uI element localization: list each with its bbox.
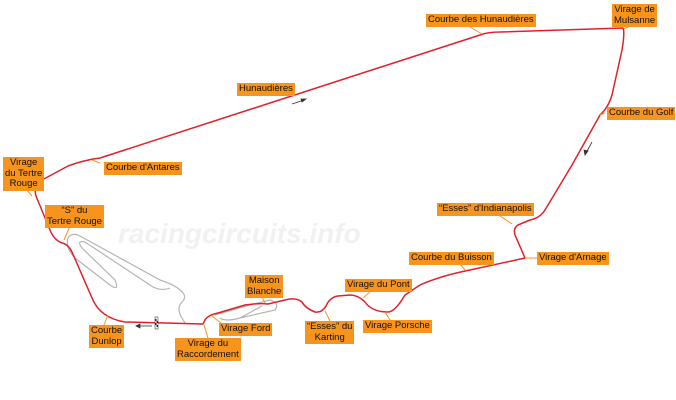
label-virage-du-raccordement: Virage du Raccordement <box>175 338 241 361</box>
label-maison-blanche: Maison Blanche <box>245 275 284 298</box>
label-virage-du-pont: Virage du Pont <box>345 279 412 292</box>
label-esses-d-indianapolis: “Esses” d'Indianapolis <box>437 203 534 216</box>
label-s-du-tertre-rouge: “S” du Tertre Rouge <box>45 205 104 228</box>
leader-lines <box>24 25 631 339</box>
label-courbe-dunlop: Courbe Dunlop <box>89 325 125 348</box>
label-virage-porsche: Virage Porsche <box>363 320 432 333</box>
label-virage-du-tertre-rouge: Virage du Tertre Rouge <box>3 157 45 191</box>
label-virage-ford: Virage Ford <box>219 323 273 336</box>
arrow-icon <box>583 141 593 156</box>
arrow-icon <box>135 323 152 329</box>
start-finish-line-icon <box>154 316 159 330</box>
arrow-icon <box>291 98 308 105</box>
label-courbe-d-antares: Courbe d'Antares <box>104 162 182 175</box>
label-virage-d-arnage: Virage d'Arnage <box>537 252 609 265</box>
label-hunaudieres: Hunaudières <box>237 83 295 96</box>
label-courbe-du-buisson: Courbe du Buisson <box>409 252 494 265</box>
label-courbe-du-golf: Courbe du Golf <box>607 107 676 120</box>
label-courbe-des-hunaudieres: Courbe des Hunaudières <box>426 14 536 27</box>
label-virage-de-mulsanne: Virage de Mulsanne <box>612 4 658 27</box>
bugatti-circuit <box>66 233 278 324</box>
watermark: racingcircuits.info <box>118 218 361 249</box>
main-track <box>34 27 625 325</box>
label-esses-du-karting: “Esses” du Karting <box>305 321 355 344</box>
